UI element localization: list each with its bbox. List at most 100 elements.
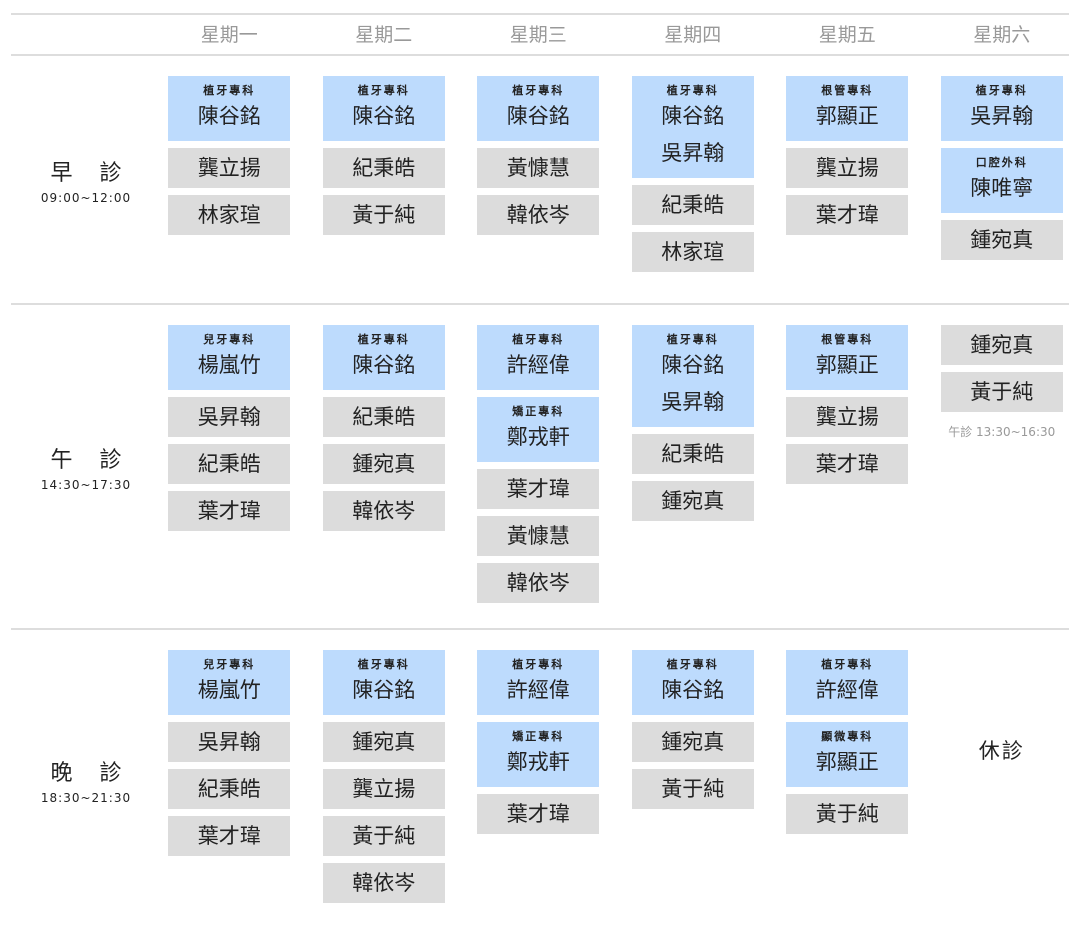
specialty-label: 植牙專科 <box>666 658 719 671</box>
doctor-card[interactable]: 鍾宛真 <box>631 722 754 762</box>
day-header: 星期二 <box>355 24 413 46</box>
doctor-card[interactable]: 鍾宛真 <box>322 722 445 762</box>
doctor-card[interactable]: 植牙專科陳谷銘 <box>168 76 291 141</box>
schedule-cell: 根管專科郭顯正龔立揚葉才瑋 <box>770 305 925 628</box>
day-header: 星期六 <box>973 24 1031 46</box>
doctor-card[interactable]: 黃于純 <box>786 794 909 834</box>
schedule-cell: 植牙專科吳昇翰口腔外科陳唯寧鍾宛真 <box>925 56 1080 303</box>
doctor-name: 紀秉皓 <box>661 193 725 217</box>
doctor-card[interactable]: 兒牙專科楊嵐竹 <box>168 325 291 390</box>
doctor-name: 郭顯正 <box>815 104 879 128</box>
doctor-name: 陳谷銘 <box>352 104 416 128</box>
doctor-card[interactable]: 黃慷慧 <box>477 516 600 556</box>
doctor-card[interactable]: 葉才瑋 <box>477 469 600 509</box>
schedule-cell: 植牙專科陳谷銘鍾宛真黃于純 <box>616 630 771 930</box>
doctor-name: 吳昇翰 <box>197 405 261 429</box>
doctor-card[interactable]: 韓依岑 <box>477 195 600 235</box>
doctor-card[interactable]: 龔立揚 <box>786 148 909 188</box>
doctor-card[interactable]: 植牙專科許經偉 <box>477 650 600 715</box>
doctor-card[interactable]: 鍾宛真 <box>631 481 754 521</box>
doctor-name: 陳谷銘 <box>352 678 416 702</box>
doctor-name: 韓依岑 <box>506 203 570 227</box>
doctor-card[interactable]: 植牙專科吳昇翰 <box>940 76 1063 141</box>
doctor-card[interactable]: 植牙專科陳谷銘 <box>322 650 445 715</box>
specialty-label: 植牙專科 <box>357 658 410 671</box>
doctor-card[interactable]: 林家瑄 <box>168 195 291 235</box>
doctor-card[interactable]: 矯正專科鄭戎軒 <box>477 397 600 462</box>
specialty-label: 植牙專科 <box>666 84 719 97</box>
doctor-card[interactable]: 葉才瑋 <box>786 195 909 235</box>
doctor-card[interactable]: 葉才瑋 <box>786 444 909 484</box>
doctor-card[interactable]: 吳昇翰 <box>168 397 291 437</box>
doctor-card[interactable]: 葉才瑋 <box>168 491 291 531</box>
doctor-card[interactable]: 植牙專科許經偉 <box>786 650 909 715</box>
doctor-card[interactable]: 植牙專科陳谷銘吳昇翰 <box>631 76 754 178</box>
doctor-card[interactable]: 鍾宛真 <box>322 444 445 484</box>
doctor-card[interactable]: 紀秉皓 <box>322 148 445 188</box>
schedule-cell: 植牙專科許經偉矯正專科鄭戎軒葉才瑋黃慷慧韓依岑 <box>461 305 616 628</box>
doctor-card[interactable]: 韓依岑 <box>322 863 445 903</box>
doctor-name: 紀秉皓 <box>352 405 416 429</box>
doctor-card[interactable]: 黃于純 <box>631 769 754 809</box>
doctor-card[interactable]: 韓依岑 <box>322 491 445 531</box>
doctor-card[interactable]: 根管專科郭顯正 <box>786 76 909 141</box>
doctor-card[interactable]: 紀秉皓 <box>631 434 754 474</box>
doctor-name: 鍾宛真 <box>661 730 725 754</box>
doctor-card[interactable]: 兒牙專科楊嵐竹 <box>168 650 291 715</box>
doctor-card[interactable]: 矯正專科鄭戎軒 <box>477 722 600 787</box>
schedule-cell: 植牙專科陳谷銘吳昇翰紀秉皓林家瑄 <box>616 56 771 303</box>
doctor-card[interactable]: 龔立揚 <box>786 397 909 437</box>
doctor-card[interactable]: 紀秉皓 <box>631 185 754 225</box>
doctor-card[interactable]: 葉才瑋 <box>168 816 291 856</box>
doctor-name: 鍾宛真 <box>661 489 725 513</box>
doctor-card[interactable]: 黃慷慧 <box>477 148 600 188</box>
specialty-label: 植牙專科 <box>512 84 565 97</box>
doctor-card[interactable]: 鍾宛真 <box>940 220 1063 260</box>
header-top-border <box>11 13 1069 15</box>
doctor-card[interactable]: 根管專科郭顯正 <box>786 325 909 390</box>
session-hours: 18:30~21:30 <box>40 791 132 805</box>
doctor-card[interactable]: 吳昇翰 <box>168 722 291 762</box>
doctor-card[interactable]: 紀秉皓 <box>322 397 445 437</box>
doctor-card[interactable]: 顯微專科郭顯正 <box>786 722 909 787</box>
doctor-card[interactable]: 黃于純 <box>940 372 1063 412</box>
doctor-name: 陳谷銘 <box>661 678 725 702</box>
specialty-label: 根管專科 <box>821 84 874 97</box>
schedule-cell: 鍾宛真黃于純午診 13:30~16:30 <box>925 305 1080 628</box>
doctor-card[interactable]: 黃于純 <box>322 195 445 235</box>
doctor-card[interactable]: 紀秉皓 <box>168 769 291 809</box>
specialty-label: 植牙專科 <box>357 84 410 97</box>
doctor-card[interactable]: 植牙專科許經偉 <box>477 325 600 390</box>
doctor-card[interactable]: 紀秉皓 <box>168 444 291 484</box>
doctor-card[interactable]: 龔立揚 <box>168 148 291 188</box>
doctor-name: 吳昇翰 <box>970 104 1034 128</box>
session-hours: 14:30~17:30 <box>40 477 132 492</box>
session-name: 午 診 <box>50 447 132 473</box>
doctor-card[interactable]: 龔立揚 <box>322 769 445 809</box>
day-header: 星期四 <box>664 24 722 46</box>
doctor-name: 吳昇翰 <box>661 390 725 414</box>
doctor-card[interactable]: 植牙專科陳谷銘 <box>322 76 445 141</box>
schedule-cell: 植牙專科陳谷銘紀秉皓黃于純 <box>307 56 462 303</box>
doctor-name: 黃于純 <box>661 777 725 801</box>
doctor-card[interactable]: 植牙專科陳谷銘 <box>631 650 754 715</box>
doctor-name: 紀秉皓 <box>352 156 416 180</box>
doctor-card[interactable]: 韓依岑 <box>477 563 600 603</box>
doctor-name: 葉才瑋 <box>815 452 879 476</box>
specialty-label: 植牙專科 <box>975 84 1028 97</box>
doctor-card[interactable]: 鍾宛真 <box>940 325 1063 365</box>
session-name: 晚 診 <box>50 761 132 786</box>
doctor-card[interactable]: 植牙專科陳谷銘 <box>322 325 445 390</box>
closed-label: 休診 <box>978 739 1025 763</box>
schedule-cell: 植牙專科陳谷銘黃慷慧韓依岑 <box>461 56 616 303</box>
doctor-name: 郭顯正 <box>815 353 879 377</box>
doctor-card[interactable]: 口腔外科陳唯寧 <box>940 148 1063 213</box>
schedule-cell: 植牙專科陳谷銘紀秉皓鍾宛真韓依岑 <box>307 305 462 628</box>
doctor-card[interactable]: 植牙專科陳谷銘 <box>477 76 600 141</box>
doctor-card[interactable]: 黃于純 <box>322 816 445 856</box>
doctor-name: 楊嵐竹 <box>197 678 261 702</box>
doctor-card[interactable]: 葉才瑋 <box>477 794 600 834</box>
doctor-card[interactable]: 林家瑄 <box>631 232 754 272</box>
doctor-card[interactable]: 植牙專科陳谷銘吳昇翰 <box>631 325 754 427</box>
